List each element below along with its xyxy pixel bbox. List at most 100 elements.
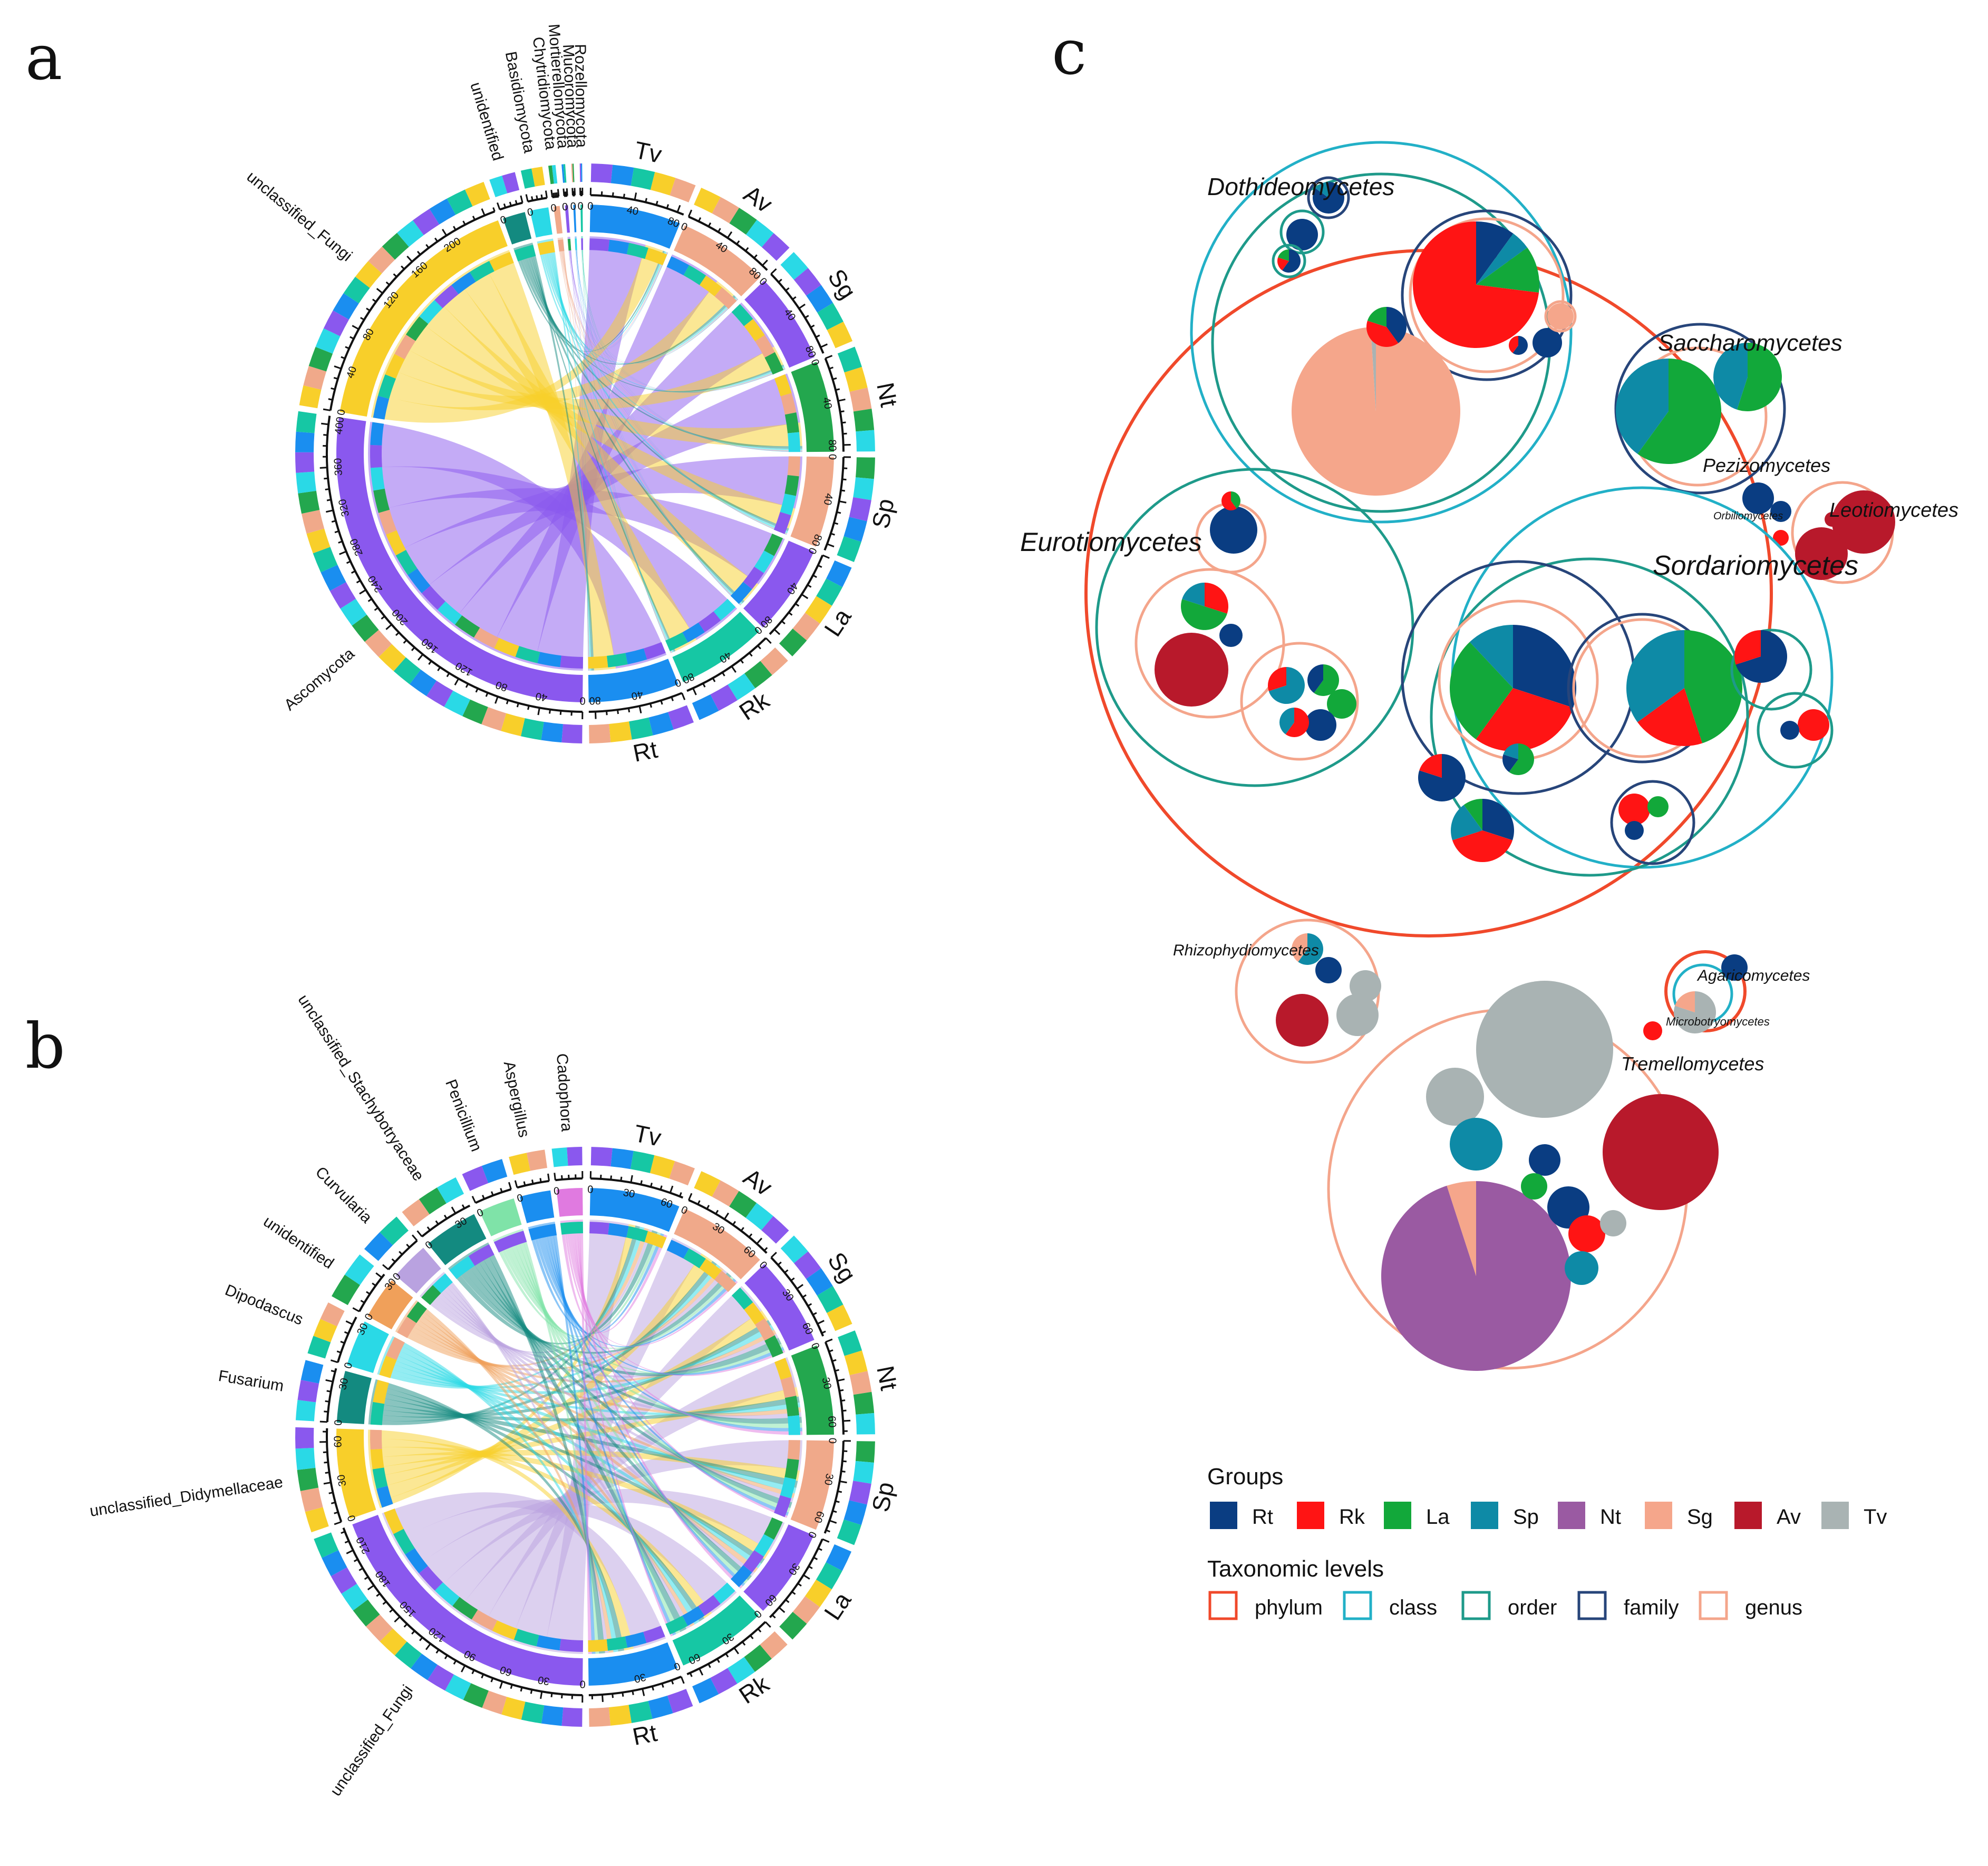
taxon-tick: [339, 550, 347, 555]
taxon-tick: [471, 1669, 475, 1675]
family-ring: [1610, 780, 1695, 865]
taxon-outer-strip: [501, 1697, 526, 1720]
group-tick: [797, 1582, 802, 1587]
taxon-outer-strip: [341, 1583, 368, 1611]
taxon-tick: [471, 1196, 477, 1203]
taxon-outer-strip: [355, 261, 382, 288]
taxon-scale-axis: [387, 1240, 418, 1270]
group-tick: [777, 1261, 782, 1266]
order-ring: [1430, 557, 1749, 877]
pie-slice-Sp: [1503, 743, 1518, 759]
group-inner-strip: [754, 1534, 774, 1557]
group-inner-strip: [608, 1223, 629, 1238]
group-outer-strip: [760, 647, 788, 675]
taxon-tick: [425, 1643, 431, 1650]
genus-pie: [1625, 821, 1644, 840]
pie-slice-Rt: [1307, 664, 1323, 693]
taxon-label-Rozellomycota: Rozellomycota: [571, 44, 590, 148]
pie-slice-Sg: [1447, 1181, 1476, 1276]
group-outer-strip: [712, 1180, 739, 1207]
group-outer-strip: [792, 613, 820, 641]
taxon-outer-strip: [463, 1683, 489, 1708]
taxon-outer-strip: [382, 233, 409, 260]
pie-slice-Rk: [1773, 530, 1789, 546]
group-outer-strip: [849, 388, 872, 412]
taxon-inner-strip: [385, 354, 405, 379]
taxon-tick: [334, 530, 340, 534]
taxon-tick: [500, 1188, 503, 1193]
pie-slice-Rt: [1315, 957, 1342, 983]
taxon-tick: [324, 1461, 328, 1464]
group-tick: [756, 1237, 763, 1244]
group-tick-label: 40: [820, 397, 834, 410]
group-outer-strip: [609, 721, 632, 742]
group-tick: [807, 584, 812, 588]
taxon-tick: [321, 422, 329, 426]
group-tick: [715, 1210, 719, 1215]
taxon-outer-strip: [396, 220, 424, 247]
taxon-inner-strip: [370, 467, 385, 491]
pie-slice-Rt: [1735, 630, 1788, 683]
legend-label-Sp: Sp: [1513, 1505, 1539, 1529]
group-tick: [689, 1672, 693, 1677]
group-inner-strip: [699, 275, 722, 297]
taxon-outer-strip: [368, 246, 395, 274]
taxon-tick-label: 400: [333, 416, 346, 435]
taxon-tick: [352, 1307, 360, 1312]
taxon-inner-strip: [513, 1629, 539, 1647]
group-inner-strip: [589, 238, 610, 252]
chord-link-Cadophora-Rt: [579, 1220, 592, 1654]
group-inner-strip: [713, 1582, 735, 1604]
group-inner-strip: [714, 287, 737, 310]
taxon-outer-strip: [531, 167, 545, 187]
taxon-tick: [344, 1540, 350, 1544]
group-outer-strip: [806, 1268, 833, 1296]
group-outer-strip: [608, 1705, 632, 1726]
pie-slice-La: [1521, 1173, 1547, 1200]
group-inner-strip: [780, 494, 796, 516]
pie-slice-Rt: [1529, 1144, 1560, 1176]
taxon-tick: [515, 200, 518, 205]
group-inner-strip: [643, 1626, 665, 1643]
group-tick: [699, 1668, 704, 1676]
taxon-tick: [341, 356, 345, 360]
taxon-tick: [520, 195, 523, 203]
taxon-tick: [358, 1568, 363, 1571]
group-outer-strip: [629, 717, 653, 740]
group-inner-strip: [780, 1376, 797, 1398]
group-inner-strip: [713, 598, 736, 621]
group-inner-strip: [743, 1550, 764, 1573]
taxon-tick: [481, 1674, 484, 1679]
taxon-outer-strip: [380, 1628, 407, 1656]
chord-link-Mucoromycota-Sg: [575, 236, 785, 393]
taxon-scale-axis: [326, 1428, 343, 1523]
group-outer-strip: [792, 1596, 820, 1624]
taxon-inner-strip: [452, 1597, 478, 1620]
class-label-Rhizophydiomycetes: Rhizophydiomycetes: [1173, 942, 1319, 959]
group-tick: [742, 1641, 746, 1646]
group-tick: [818, 1548, 822, 1551]
taxon-tick: [385, 624, 392, 630]
pie-slice-Rk: [1452, 830, 1513, 863]
group-main-arc-Nt: [791, 1345, 834, 1435]
group-tick: [642, 1688, 645, 1696]
pie-slice-Sp: [1713, 343, 1748, 410]
pie-slice-La: [1476, 247, 1539, 293]
class-label-Eurotiomycetes: Eurotiomycetes: [1020, 527, 1202, 557]
taxon-tick: [425, 244, 430, 249]
taxon-outer-strip: [447, 189, 473, 215]
taxon-main-arc-Chytridiomycota: [553, 206, 563, 234]
genus-pie: [1313, 182, 1345, 214]
group-tick: [716, 1658, 720, 1663]
group-tick: [791, 1591, 796, 1595]
group-label-Nt: Nt: [871, 380, 903, 409]
group-inner-strip: [625, 648, 647, 664]
taxon-outer-strip: [520, 168, 535, 189]
group-scale-axis: [823, 1440, 845, 1534]
genus-pie: [1600, 1210, 1626, 1236]
group-main-arc-Rt: [588, 659, 678, 702]
